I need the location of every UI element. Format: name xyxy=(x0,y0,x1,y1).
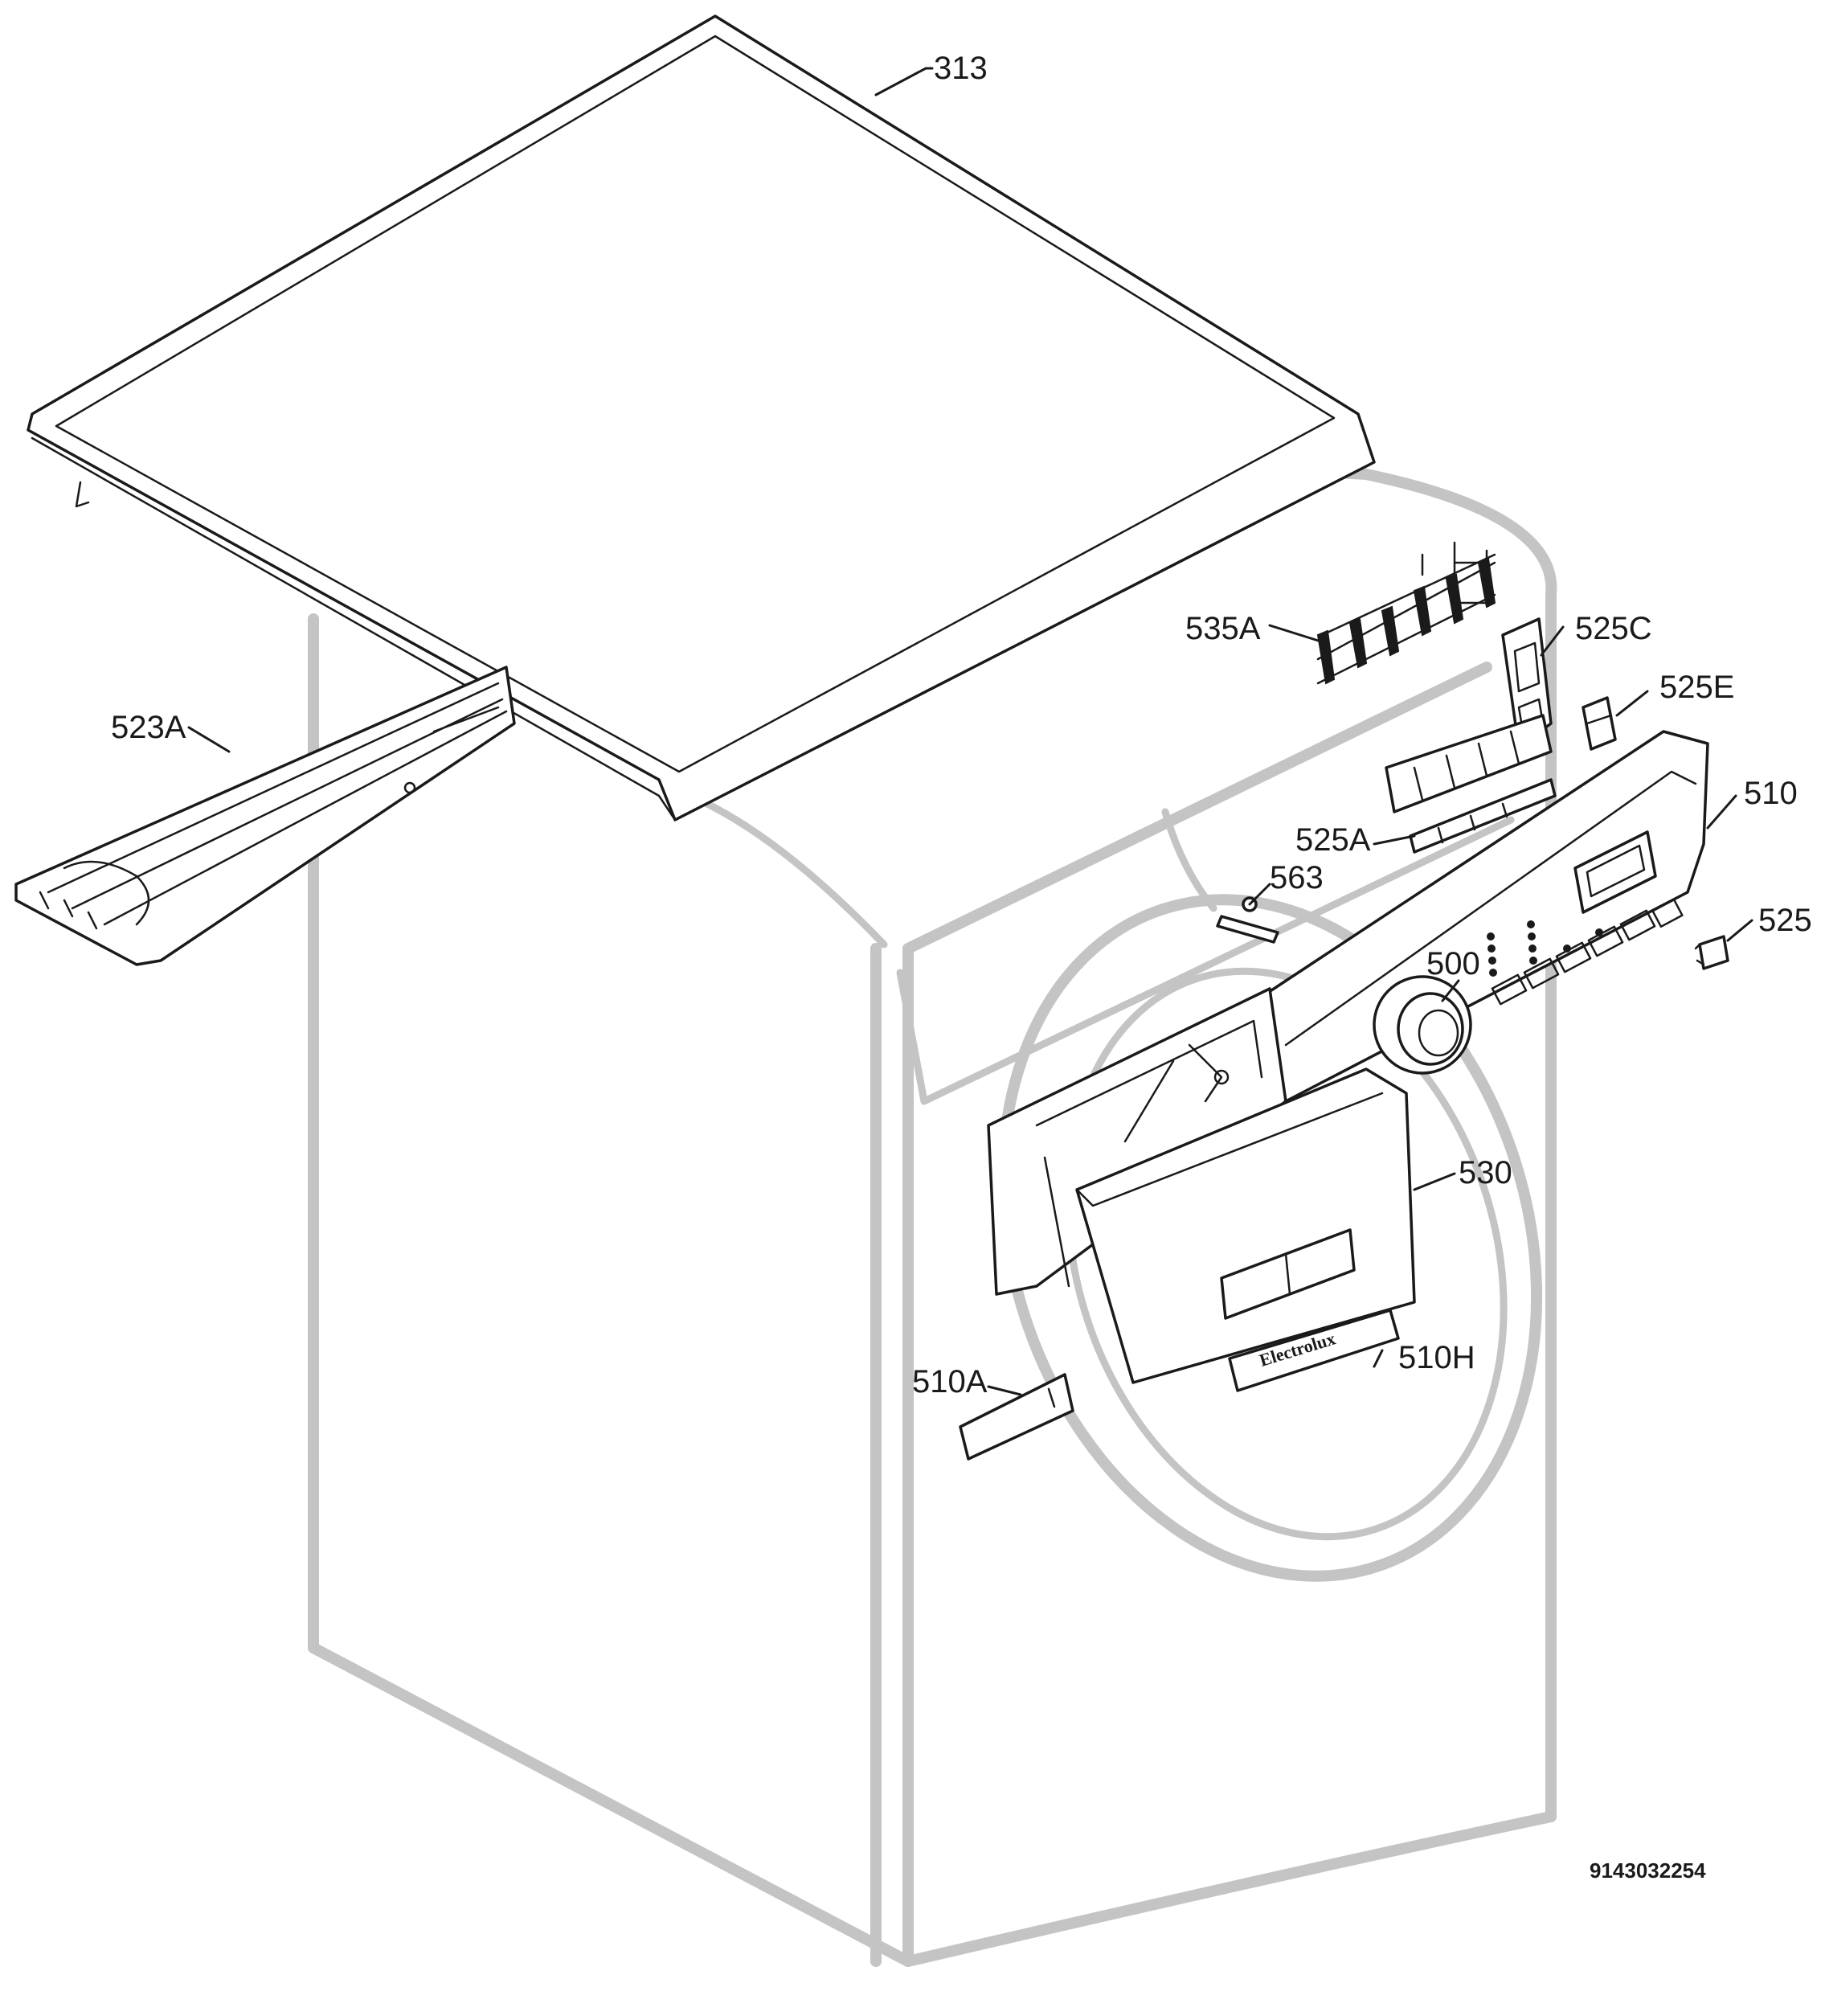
top-cover-313 xyxy=(27,14,1376,822)
leader-523A xyxy=(187,726,231,753)
leader-313 xyxy=(874,67,934,96)
badge-510A xyxy=(959,1373,1074,1461)
leader-525E xyxy=(1615,690,1649,717)
callout-530: 530 xyxy=(1459,1155,1512,1190)
selector-knob-500 xyxy=(1373,975,1472,1075)
callout-525A: 525A xyxy=(1295,822,1371,858)
pin-563 xyxy=(1216,896,1279,944)
control-panel-510 xyxy=(1260,730,1709,1103)
dispenser-rail-523A xyxy=(14,666,516,966)
leader-525A xyxy=(1373,834,1416,846)
leader-500 xyxy=(1441,979,1460,1002)
leader-510A xyxy=(987,1385,1022,1396)
callout-labels: 313 523A 535A 525C 525E 510 525A 563 525… xyxy=(111,51,1812,1399)
callout-313: 313 xyxy=(934,51,988,86)
button-strip-525A xyxy=(1385,714,1557,854)
dispenser-drawer-530: Electrolux xyxy=(1075,1067,1416,1392)
switch-525 xyxy=(1694,935,1729,970)
callout-525E: 525E xyxy=(1659,670,1734,705)
callout-523A: 523A xyxy=(111,710,186,745)
leader-lines xyxy=(187,67,1753,1396)
callout-510: 510 xyxy=(1744,776,1798,811)
leader-535A xyxy=(1268,624,1328,645)
callout-510H: 510H xyxy=(1398,1340,1475,1375)
leader-510H xyxy=(1373,1349,1384,1368)
callout-525C: 525C xyxy=(1575,611,1652,646)
callout-525: 525 xyxy=(1758,903,1812,938)
callout-500: 500 xyxy=(1426,946,1480,981)
callout-510A: 510A xyxy=(912,1364,988,1399)
leader-563 xyxy=(1248,883,1271,906)
document-number: 9143032254 xyxy=(1590,1858,1706,1883)
button-525E xyxy=(1582,696,1617,751)
wiring-comb-535A xyxy=(1316,541,1496,685)
callout-535A: 535A xyxy=(1185,611,1261,646)
leader-525 xyxy=(1726,919,1753,942)
leader-530 xyxy=(1413,1172,1456,1191)
cabinet-ghost-outline xyxy=(308,428,1557,1967)
leader-525C xyxy=(1540,625,1565,657)
leader-510 xyxy=(1706,794,1737,830)
callout-563: 563 xyxy=(1270,860,1324,895)
indicator-leds xyxy=(1487,920,1603,977)
